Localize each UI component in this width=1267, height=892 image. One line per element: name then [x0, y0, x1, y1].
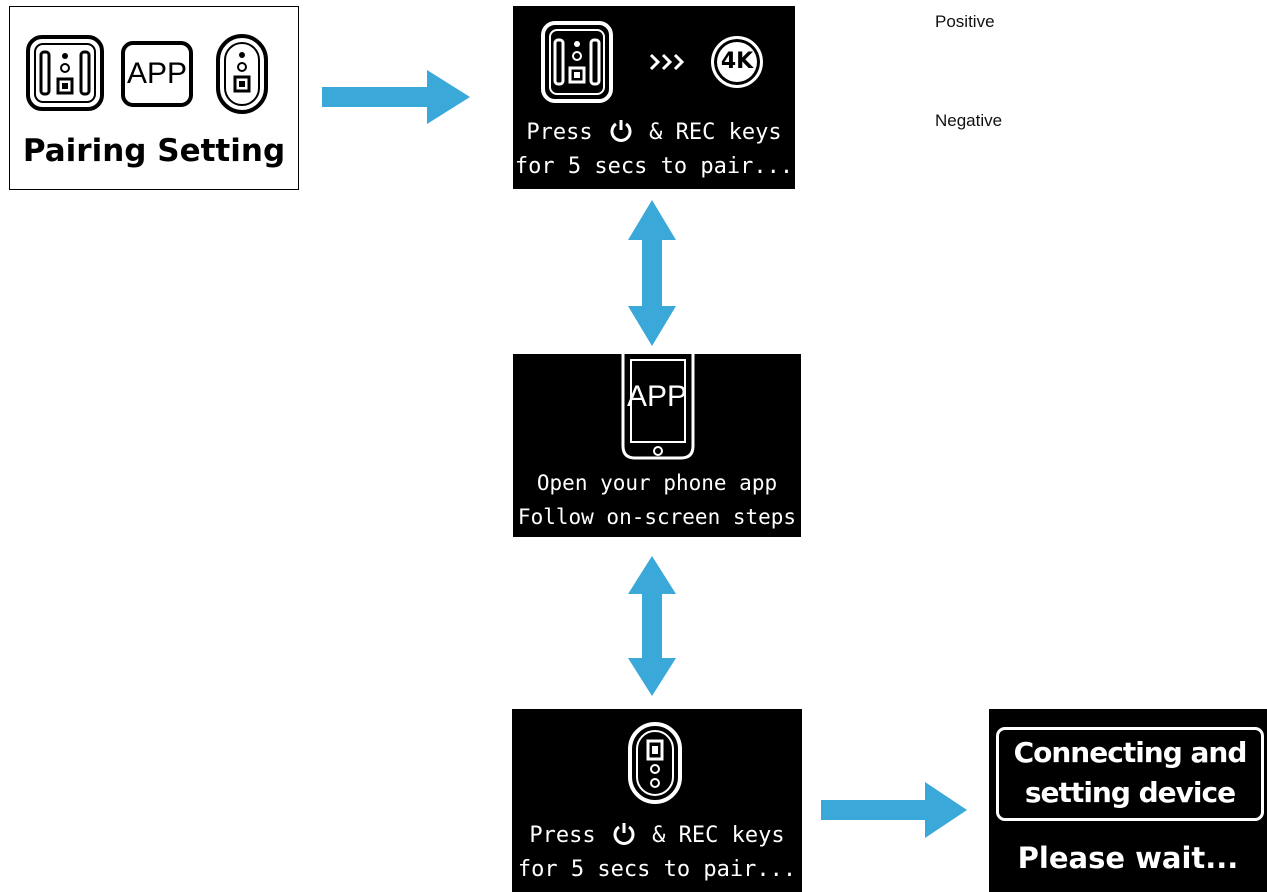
handle-pair-instruction-line2: for 5 secs to pair... [517, 857, 797, 882]
remote-pair-instruction-line1: Press & REC keys [513, 118, 795, 148]
screen-connecting: Connecting and setting device Please wai… [989, 709, 1267, 892]
legend-negative: Negative [935, 111, 1003, 130]
pairing-setting-menu: APP Pairing Setting [9, 6, 299, 190]
screen-handle-pairing: Press & REC keys for 5 secs to pair... [512, 709, 802, 892]
connecting-line2: setting device [1024, 776, 1236, 809]
arrow-bidirectional-2 [628, 556, 676, 696]
arrow-bidirectional-1 [628, 200, 676, 346]
handle-icon [216, 34, 268, 114]
screen-phone-app: APP Open your phone app Follow on-screen… [513, 354, 801, 537]
press-word: Press [526, 120, 593, 145]
handle-pair-instruction-line1: Press & REC keys [512, 821, 802, 851]
app-instruction-line1: Open your phone app [536, 471, 778, 495]
camera-4k-icon: 4K [711, 36, 763, 88]
arrow-right-1 [322, 70, 470, 124]
handle-icon [628, 722, 682, 804]
power-icon [613, 823, 635, 845]
app-instruction-line2: Follow on-screen steps [517, 505, 797, 529]
remote-icon [541, 21, 613, 103]
screen-remote-pairing: 4K Press & REC keys for 5 secs to pair..… [513, 6, 795, 189]
chevrons-right-icon [649, 53, 685, 71]
please-wait-text: Please wait... [1017, 841, 1239, 875]
app-icon-label: APP [126, 57, 188, 90]
phone-icon [621, 354, 695, 460]
legend-positive: Positive [935, 12, 995, 31]
rec-keys-text: & REC keys [649, 120, 782, 145]
connecting-message-box: Connecting and setting device [996, 727, 1264, 821]
arrow-right-2 [821, 782, 967, 838]
press-word: Press [529, 823, 596, 848]
remote-icon [26, 35, 104, 111]
app-icon: APP [121, 41, 193, 107]
remote-pair-instruction-line2: for 5 secs to pair... [514, 154, 794, 179]
connecting-line1: Connecting and [1013, 736, 1248, 769]
camera-4k-badge: 4K [720, 49, 754, 74]
pairing-setting-title: Pairing Setting [22, 133, 286, 169]
rec-keys-text: & REC keys [652, 823, 785, 848]
power-icon [610, 120, 632, 142]
app-label: APP [626, 380, 688, 413]
